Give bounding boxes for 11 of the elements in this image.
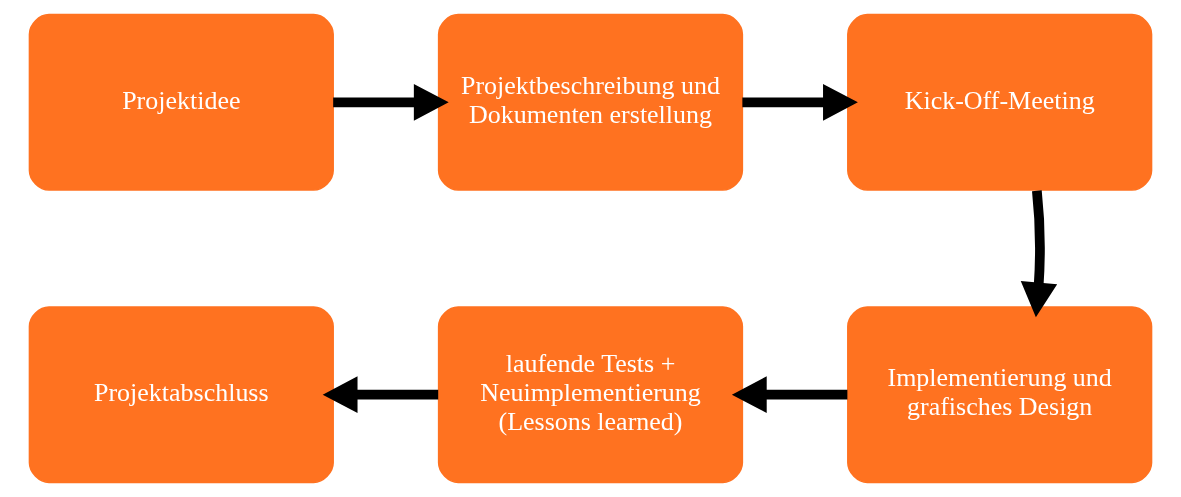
node-box: Projektbeschreibung und Dokumenten erstellung [437,13,744,191]
arrow [742,84,858,121]
node-box: Kick-Off-Meeting [847,13,1153,191]
node-box: Implementierung und grafisches Design [847,306,1153,484]
arrow [333,84,449,121]
node-box: Projektidee [28,13,334,191]
arrow [731,376,848,413]
arrow [1020,190,1058,318]
node-box: Projektabschluss [28,306,334,484]
node-box: laufende Tests + Neuimplementierung (Lessons learned) [437,306,744,484]
arrow [322,376,439,413]
